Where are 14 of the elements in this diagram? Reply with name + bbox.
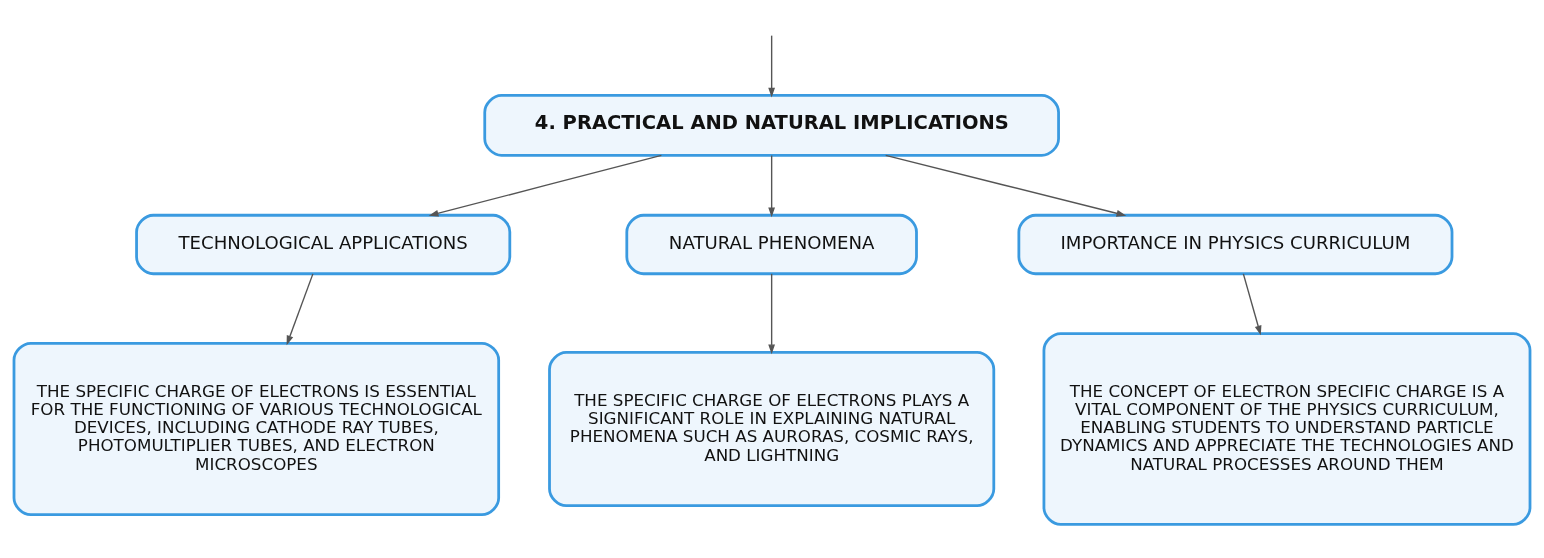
arrow — [1242, 272, 1262, 335]
arrow — [286, 272, 314, 345]
node-box: IMPORTANCE IN PHYSICS CURRICULUM — [1017, 213, 1454, 275]
node-box: THE SPECIFIC CHARGE OF ELECTRONS IS ESSENTIAL FOR THE FUNCTIONING OF VARIOUS TECHNOLOGICAL DEVICES, INCLUDING CATHODE RAY TUBES, PHOTOMULTIPLIER TUBES, AND ELECTRON MICROSCOPES — [12, 341, 501, 516]
node-box: THE SPECIFIC CHARGE OF ELECTRONS PLAYS A SIGNIFICANT ROLE IN EXPLAINING NATURAL PHENOMENA SUCH AS AURORAS, COSMIC RAYS, AND LIGHTNING — [548, 350, 996, 507]
arrow — [768, 272, 776, 354]
arrow — [428, 154, 663, 217]
node-box: TECHNOLOGICAL APPLICATIONS — [135, 213, 512, 275]
node-box: NATURAL PHENOMENA — [625, 213, 918, 275]
node-box: 4. PRACTICAL AND NATURAL IMPLICATIONS — [483, 93, 1060, 157]
arrow — [885, 154, 1127, 217]
arrow — [768, 34, 776, 97]
node-box: THE CONCEPT OF ELECTRON SPECIFIC CHARGE IS A VITAL COMPONENT OF THE PHYSICS CURRICULUM, ENABLING STUDENTS TO UNDERSTAND PARTICLE DYNAMICS AND APPRECIATE THE TECHNOLOGIES AND NATURAL PROCESSES AROUND THEM — [1042, 331, 1532, 526]
arrow — [768, 154, 776, 217]
